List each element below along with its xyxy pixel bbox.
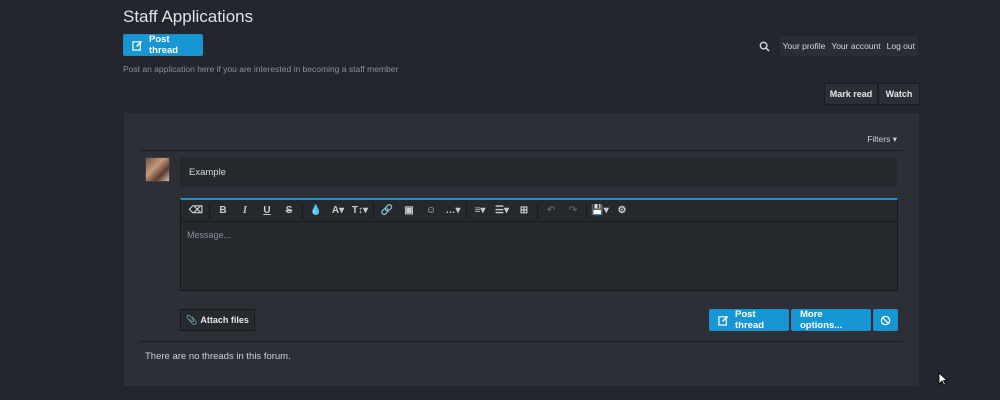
thread-list-panel: Filters ▾ Example ⌫ B I U S 💧 A▾ T↕▾ 🔗 ▣…	[124, 113, 919, 386]
undo-icon[interactable]: ↶	[546, 205, 556, 216]
avatar	[145, 157, 170, 182]
thread-title-input[interactable]: Example	[180, 158, 897, 187]
cancel-button[interactable]	[873, 309, 898, 331]
align-icon[interactable]: ≡▾	[474, 205, 486, 216]
mouse-cursor-icon	[938, 372, 948, 386]
filters-dropdown[interactable]: Filters ▾	[867, 134, 897, 145]
bold-icon[interactable]: B	[219, 205, 227, 216]
color-drop-icon[interactable]: 💧	[309, 205, 323, 216]
list-icon[interactable]: ☰▾	[495, 205, 509, 216]
table-icon[interactable]: ⊞	[519, 205, 529, 216]
divider	[140, 150, 903, 151]
post-thread-button[interactable]: Post thread	[123, 34, 203, 56]
font-size-icon[interactable]: T↕▾	[351, 205, 369, 216]
link-icon[interactable]: 🔗	[380, 205, 394, 216]
filters-label: Filters	[867, 134, 891, 144]
underline-icon[interactable]: U	[263, 205, 271, 216]
smiley-icon[interactable]: ☺	[425, 205, 437, 216]
toolbar-separator	[373, 202, 374, 219]
toolbar-separator	[302, 202, 303, 219]
eraser-icon[interactable]: ⌫	[188, 205, 204, 216]
more-ellipsis-icon[interactable]: …▾	[445, 205, 461, 216]
redo-icon[interactable]: ↷	[568, 205, 578, 216]
log-out-link[interactable]: Log out	[883, 36, 918, 56]
edit-icon	[718, 315, 729, 326]
edit-icon	[132, 40, 143, 51]
your-profile-link[interactable]: Your profile	[779, 36, 829, 56]
caret-down-icon: ▾	[892, 134, 897, 144]
more-options-button[interactable]: More options...	[791, 309, 871, 331]
submit-post-thread-button[interactable]: Post thread	[709, 309, 789, 331]
message-textarea[interactable]: Message...	[187, 230, 232, 240]
save-draft-icon[interactable]: 💾▾	[591, 205, 609, 216]
user-navigation: Your profile Your account Log out	[754, 36, 918, 56]
search-icon[interactable]	[754, 36, 776, 56]
editor-toolbar: ⌫ B I U S 💧 A▾ T↕▾ 🔗 ▣ ☺ …▾ ≡▾ ☰▾ ⊞ ↶ ↷ …	[181, 200, 897, 222]
your-account-link[interactable]: Your account	[828, 36, 884, 56]
toolbar-separator	[537, 202, 538, 219]
attach-files-label: Attach files	[200, 315, 249, 325]
strikethrough-icon[interactable]: S	[285, 205, 293, 216]
toolbar-separator	[209, 202, 210, 219]
settings-gear-icon[interactable]: ⚙	[617, 205, 627, 216]
italic-icon[interactable]: I	[243, 205, 247, 216]
message-editor: ⌫ B I U S 💧 A▾ T↕▾ 🔗 ▣ ☺ …▾ ≡▾ ☰▾ ⊞ ↶ ↷ …	[180, 198, 898, 291]
attach-files-button[interactable]: 📎 Attach files	[180, 309, 255, 331]
post-thread-label: Post thread	[149, 34, 179, 56]
paperclip-icon: 📎	[186, 314, 198, 325]
font-family-icon[interactable]: A▾	[331, 205, 345, 216]
toolbar-separator	[466, 202, 467, 219]
empty-state-message: There are no threads in this forum.	[145, 351, 291, 362]
image-icon[interactable]: ▣	[404, 205, 414, 216]
page-title: Staff Applications	[123, 7, 254, 26]
mark-read-button[interactable]: Mark read	[824, 83, 878, 105]
cancel-icon	[880, 315, 891, 325]
forum-description: Post an application here if you are inte…	[123, 64, 399, 74]
divider	[140, 341, 903, 342]
toolbar-separator	[586, 202, 587, 219]
watch-button[interactable]: Watch	[878, 83, 920, 105]
submit-post-thread-label: Post thread	[735, 309, 765, 331]
